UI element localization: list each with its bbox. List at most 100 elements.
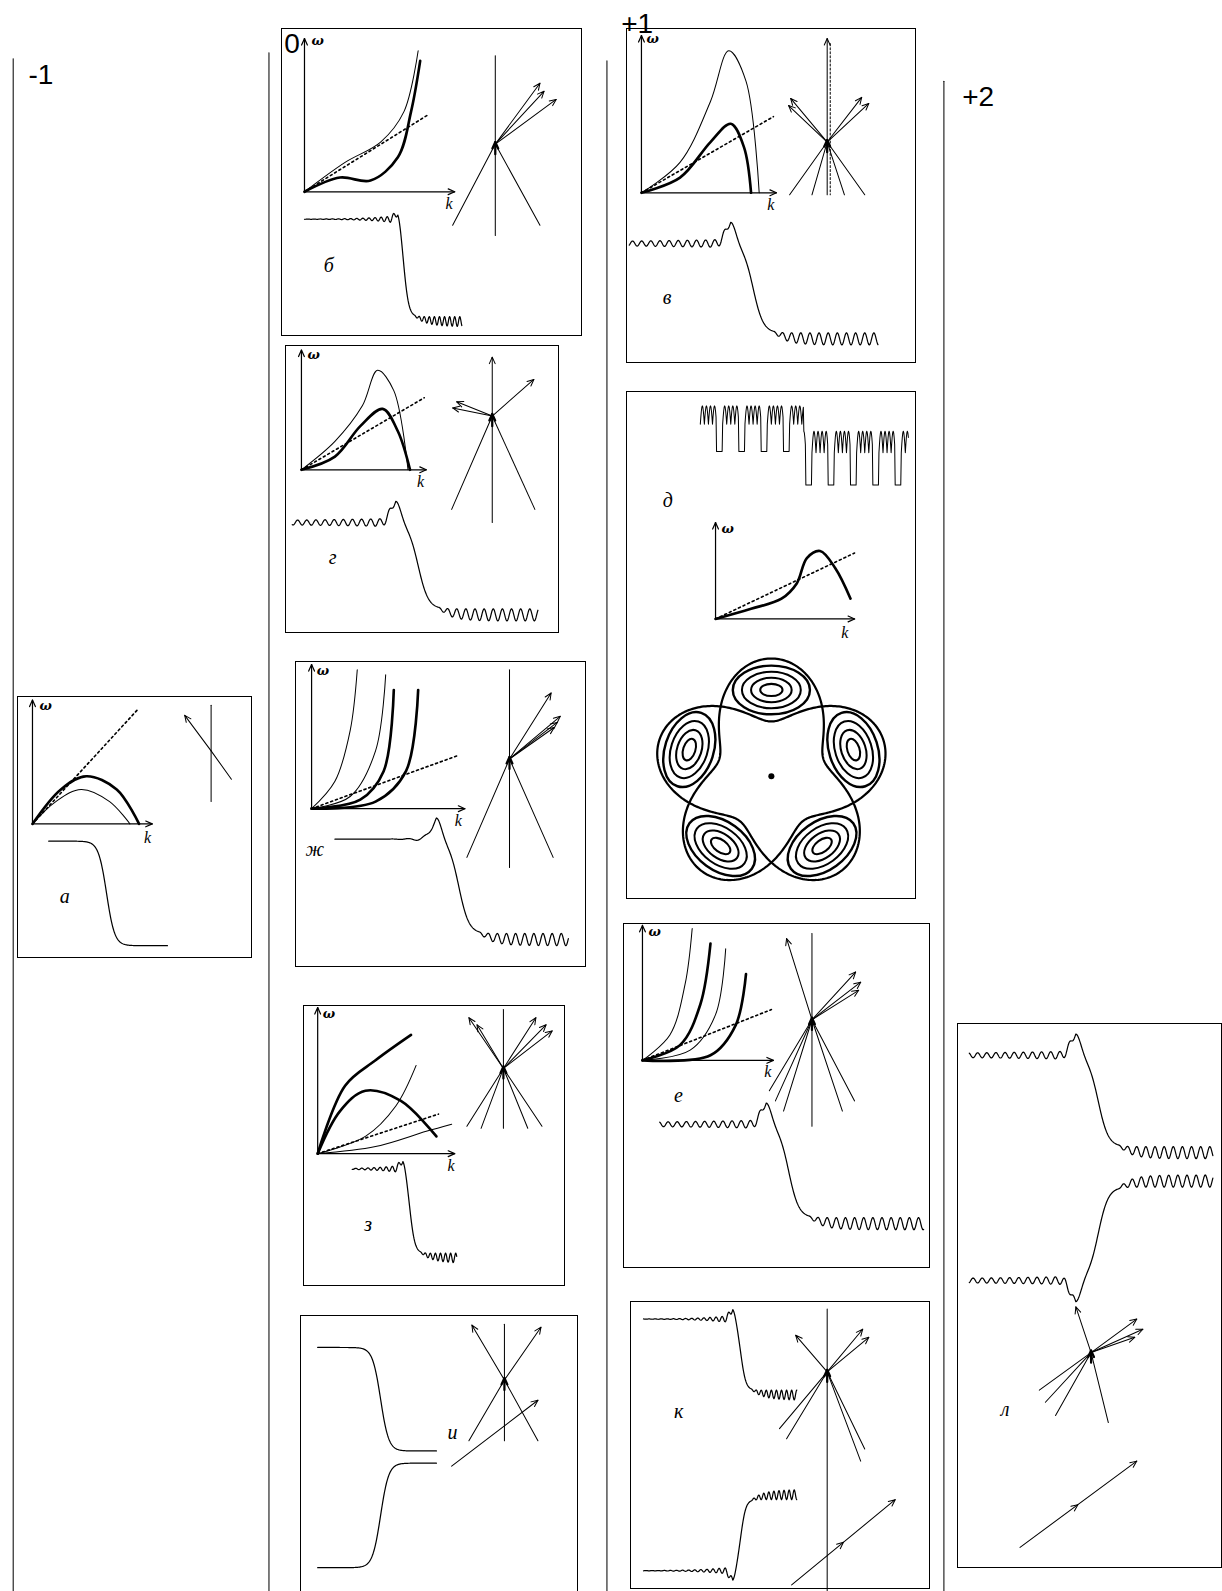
wave-profile [318,1347,437,1450]
vector-line [503,1068,542,1126]
arrow-head [531,1400,538,1406]
island-orbit [836,727,872,773]
island-orbit [827,716,880,783]
arrow-head [1075,1307,1080,1314]
vector-line [1091,1353,1108,1423]
vector-line [827,1372,865,1449]
arrow-head [477,1025,483,1032]
figure-panel: ωkе [623,923,930,1268]
column-separator [13,59,14,1591]
dispersion-curve [318,1090,437,1153]
arrow-head [1136,1329,1143,1334]
omega-axis [301,350,302,470]
vector-line [467,759,510,857]
vector-arrow [1091,1319,1137,1352]
vector-line [784,1020,812,1111]
island-orbit [680,737,698,762]
figure-panel: ω k г [285,345,559,633]
vector-line [787,1372,828,1439]
arrow-head [535,1327,541,1334]
wave-profile [969,1034,1213,1159]
panel-letter: к [674,1401,683,1421]
axis-line [509,670,510,868]
vector-arrow [503,1031,552,1069]
dispersion-curve [32,789,129,824]
panel-letter: в [663,287,672,307]
vector-line [827,142,844,195]
phase-velocity-line [642,1010,771,1061]
panel-letter: и [448,1422,458,1442]
arrow-head [1130,1461,1137,1467]
arrow-head [862,1337,869,1343]
vector-arrow [510,728,555,759]
vector-arrow [791,98,828,142]
island-orbit [760,684,782,696]
figure-panel: и [300,1315,577,1591]
arrow-head [852,990,859,996]
vector-arrow [495,83,540,144]
arrow-head [553,716,560,722]
phase-velocity-line [32,710,137,824]
figure-panel: ωkж [295,661,585,967]
arrow-head [849,972,856,979]
figure-panel: ωkз [303,1005,565,1286]
vector-line [504,1380,537,1441]
figure-panel: дωk [626,391,916,899]
dispersion-curve [716,551,851,619]
vector-line [453,144,496,225]
arrow-head [767,1057,773,1063]
column-header: +1 [621,10,653,38]
column-separator [268,53,269,1591]
vector-line [790,142,828,195]
island-orbit [733,666,810,715]
vector-arrow [503,1025,546,1069]
wave-profile [629,222,878,345]
vector-arrow [492,379,534,416]
omega-axis [311,665,312,809]
vector-arrow [495,99,556,144]
axis-line [830,44,831,195]
separatrix [689,706,853,862]
axis-label: k [446,196,453,212]
k-axis [32,823,152,824]
vector-arrow [827,97,862,142]
arrow-head [302,39,308,45]
axis-line [827,1309,828,1591]
wave-profile [643,1490,796,1580]
axis-label: ω [312,34,324,47]
arrow-head [547,728,554,734]
arrow-head [824,140,830,146]
vector-line [812,1020,855,1101]
panel-letter: з [364,1214,372,1234]
arrow-head [472,1325,478,1332]
dispersion-curve [32,776,139,824]
k-axis [641,192,776,193]
wave-profile [318,1463,437,1568]
arrow-head [888,1500,895,1506]
island-orbit [663,716,716,783]
island-orbit [844,737,862,762]
vector-line [827,1372,860,1461]
wave-profile [292,501,538,621]
axis-label: k [764,1064,771,1080]
vector-line [779,1372,827,1429]
island-orbit [671,727,707,773]
vector-line [469,1380,505,1441]
vector-line [775,1020,812,1101]
figure-panel: ωkв [626,28,916,363]
panel-letter: г [329,547,337,567]
vector-arrow [510,722,558,759]
axis-label: k [417,474,424,490]
arrow-head [796,1335,802,1342]
vector-arrow [469,1018,504,1069]
figure-panel: к [630,1301,929,1589]
island-orbit [697,824,744,868]
axis-line [492,357,493,522]
arrow-head [469,1018,475,1025]
arrow-head [545,693,551,700]
vector-line [481,1068,503,1128]
panel-letter: б [324,255,334,275]
axis-label: ω [308,348,320,361]
field-arrow [1020,1461,1137,1547]
